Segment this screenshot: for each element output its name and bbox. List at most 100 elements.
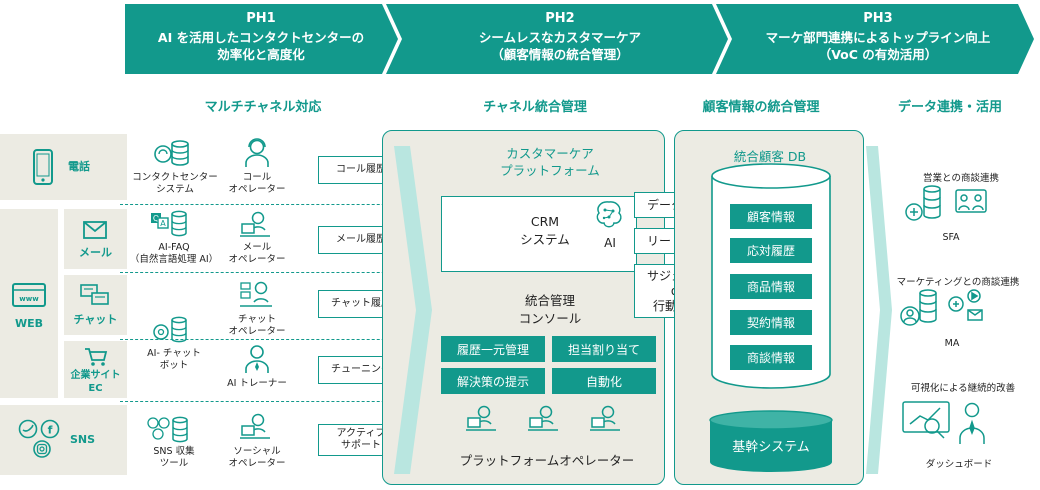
ai-trainer-label: AI トレーナー (227, 378, 287, 389)
sfa-label: SFA (942, 232, 960, 243)
db-item-deal: 商談情報 (730, 345, 812, 370)
active-support-line2: サポート (341, 440, 381, 451)
mail-operator-line1: メール (242, 242, 272, 253)
col-head-multichannel: マルチチャネル対応 (204, 100, 322, 115)
ai-faq-line2: （自然言語処理 AI） (129, 254, 219, 266)
cart-icon (85, 348, 108, 366)
phase-3-id: PH3 (863, 11, 893, 27)
contact-center-line2: システム (156, 184, 194, 196)
solution-button[interactable]: 解決策の提示 (441, 368, 545, 394)
col-head-channel-mgmt: チャネル統合管理 (483, 100, 587, 115)
phase-1: PH1 AI を活用したコンタクトセンターの 効率化と高度化 (130, 0, 392, 74)
platform-operator-label: プラットフォームオペレーター (459, 453, 635, 468)
svg-text:Q: Q (153, 214, 159, 223)
assignment-button[interactable]: 担当割り当て (552, 336, 656, 362)
core-system-cylinder (709, 410, 833, 472)
flow-arrow-left (394, 146, 432, 474)
chat-icon (80, 284, 109, 305)
separator-1 (120, 204, 420, 205)
ma-label: MA (944, 338, 960, 349)
channel-mail: メール (64, 209, 127, 269)
svg-text:f: f (48, 424, 53, 437)
channel-mail-label: メール (79, 246, 112, 259)
ai-chatbot-line2: ボット (159, 360, 189, 372)
channel-web-label: WEB (14, 317, 44, 330)
browser-icon: www (12, 283, 46, 307)
console-line1: 統合管理 (524, 293, 575, 308)
phase-1-line2: 効率化と高度化 (217, 46, 305, 62)
customer-care-title: カスタマーケア プラットフォーム (480, 146, 620, 180)
mail-icon (83, 221, 107, 239)
phase-3-line2: （VoC の有効活用） (818, 46, 938, 62)
phone-icon (33, 149, 53, 185)
chat-operator-icon (240, 281, 272, 307)
channel-web: www WEB (0, 209, 58, 398)
platform-operators-icon (466, 405, 620, 431)
social-operator-icon (240, 413, 270, 439)
svg-text:A: A (160, 219, 166, 228)
sns-icons: f (18, 419, 60, 458)
ai-label: AI (604, 236, 616, 250)
col-head-data-link: データ連携・活用 (897, 100, 1002, 115)
channel-sns-label: SNS (70, 433, 96, 446)
crm-line2: システム (520, 231, 570, 247)
phase-banner (125, 4, 1034, 74)
phase-1-line1: AI を活用したコンタクトセンターの (157, 29, 365, 45)
mail-operator-line2: オペレーター (228, 254, 286, 266)
phase-1-id: PH1 (246, 11, 276, 27)
channel-phone-label: 電話 (68, 160, 90, 173)
separator-4 (120, 401, 420, 402)
mail-operator-label: メール オペレーター (218, 242, 296, 267)
phase-3: PH3 マーケ部門連携によるトップライン向上 （VoC の有効活用） (730, 0, 1026, 74)
channel-chat-label: チャット (73, 313, 118, 326)
flow-arrow-right (866, 146, 892, 474)
call-operator-icon (245, 138, 269, 167)
visualization-label: 可視化による継続的改善 (910, 383, 1016, 394)
dashboard-label: ダッシュボード (925, 459, 993, 470)
channel-chat: チャット (64, 275, 127, 335)
channel-ec-line1: 企業サイト (70, 370, 121, 381)
ai-faq-line1: AI-FAQ (158, 242, 190, 253)
channel-ec: 企業サイト EC (64, 341, 127, 398)
ai-faq-label: AI-FAQ （自然言語処理 AI） (128, 242, 220, 267)
sns-collect-tool-label: SNS 収集 ツール (128, 446, 220, 471)
crm-line1: CRM (530, 214, 560, 229)
ai-chatbot-icon (153, 316, 187, 343)
sfa-icon (905, 185, 987, 221)
channel-ec-label: 企業サイト EC (64, 370, 127, 395)
sns-collect-line1: SNS 収集 (153, 446, 195, 457)
history-unified-button[interactable]: 履歴一元管理 (441, 336, 545, 362)
mail-operator-icon (240, 211, 270, 237)
contact-center-system-label: コンタクトセンター システム (130, 172, 220, 197)
dashboard-icon (902, 401, 985, 444)
core-system-label: 基幹システム (732, 440, 810, 455)
phase-2-line1: シームレスなカスタマーケア (478, 29, 642, 45)
phase-3-line1: マーケ部門連携によるトップライン向上 (765, 29, 991, 45)
phase-1-chevron (125, 4, 398, 74)
customer-care-title-line2: プラットフォーム (500, 162, 600, 178)
call-operator-line2: オペレーター (228, 184, 286, 196)
db-item-contract: 契約情報 (730, 310, 812, 335)
channel-sns: f SNS (0, 405, 127, 475)
ai-chatbot-label: AI- チャット ボット (128, 348, 220, 373)
crm-system-label: CRM システム (510, 213, 580, 248)
channel-phone: 電話 (0, 134, 127, 200)
customer-db-title: 統合顧客 DB (733, 149, 807, 164)
separator-3 (120, 339, 420, 340)
automation-button[interactable]: 自動化 (552, 368, 656, 394)
db-item-customer: 顧客情報 (730, 204, 812, 229)
phase-2-chevron (386, 4, 728, 74)
active-support-line1: アクティブ (336, 428, 386, 439)
call-operator-label: コール オペレーター (218, 172, 296, 197)
phase-2-id: PH2 (545, 11, 575, 27)
instagram-icon (33, 440, 51, 458)
col-head-customer-mgmt: 顧客情報の統合管理 (702, 100, 820, 115)
sns-collect-line2: ツール (159, 458, 189, 470)
contact-center-line1: コンタクトセンター (132, 172, 218, 183)
phase-2: PH2 シームレスなカスタマーケア （顧客情報の統合管理） (400, 0, 720, 74)
db-item-history: 応対履歴 (730, 238, 812, 263)
social-operator-label: ソーシャル オペレーター (218, 446, 296, 471)
ai-chatbot-line1: AI- チャット (147, 348, 201, 359)
chat-operator-line1: チャット (238, 314, 276, 325)
chat-operator-line2: オペレーター (228, 326, 286, 338)
